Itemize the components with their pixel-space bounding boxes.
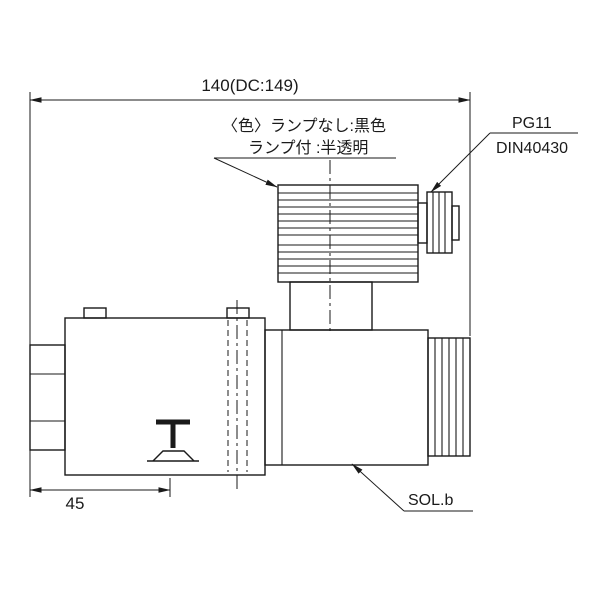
centerlines [236, 160, 331, 489]
annotation-gland-standard: PG11 DIN40430 [430, 115, 578, 193]
hidden-bore-lines [227, 320, 248, 472]
valve-body [64, 307, 266, 476]
solenoid-body [264, 329, 429, 466]
solenoid-label: SOL.b [408, 492, 453, 509]
left-port-nut [29, 344, 66, 451]
color-note-line2: ランプ付 :半透明 [248, 139, 368, 157]
cable-gland [417, 191, 460, 254]
port-offset-dimension-label: 45 [66, 494, 85, 513]
overall-length-dimension-label: 140(DC:149) [201, 76, 298, 95]
dimension-overall-length: 140(DC:149) [29, 76, 471, 497]
color-note-line1: 〈色〉ランプなし:黒色 [222, 117, 386, 135]
din-connector [277, 184, 419, 283]
t-port-symbol [147, 419, 199, 462]
gland-standard-line2: DIN40430 [496, 140, 568, 157]
connector-neck [289, 281, 373, 331]
mounting-tab-right [226, 307, 250, 319]
manual-override-nut [427, 337, 471, 457]
dimension-port-offset: 45 [29, 478, 171, 513]
annotation-solenoid: SOL.b [351, 463, 473, 512]
gland-standard-line1: PG11 [512, 115, 552, 132]
annotation-color-note: 〈色〉ランプなし:黒色 ランプ付 :半透明 [213, 117, 396, 188]
mounting-tab-left [83, 307, 107, 319]
